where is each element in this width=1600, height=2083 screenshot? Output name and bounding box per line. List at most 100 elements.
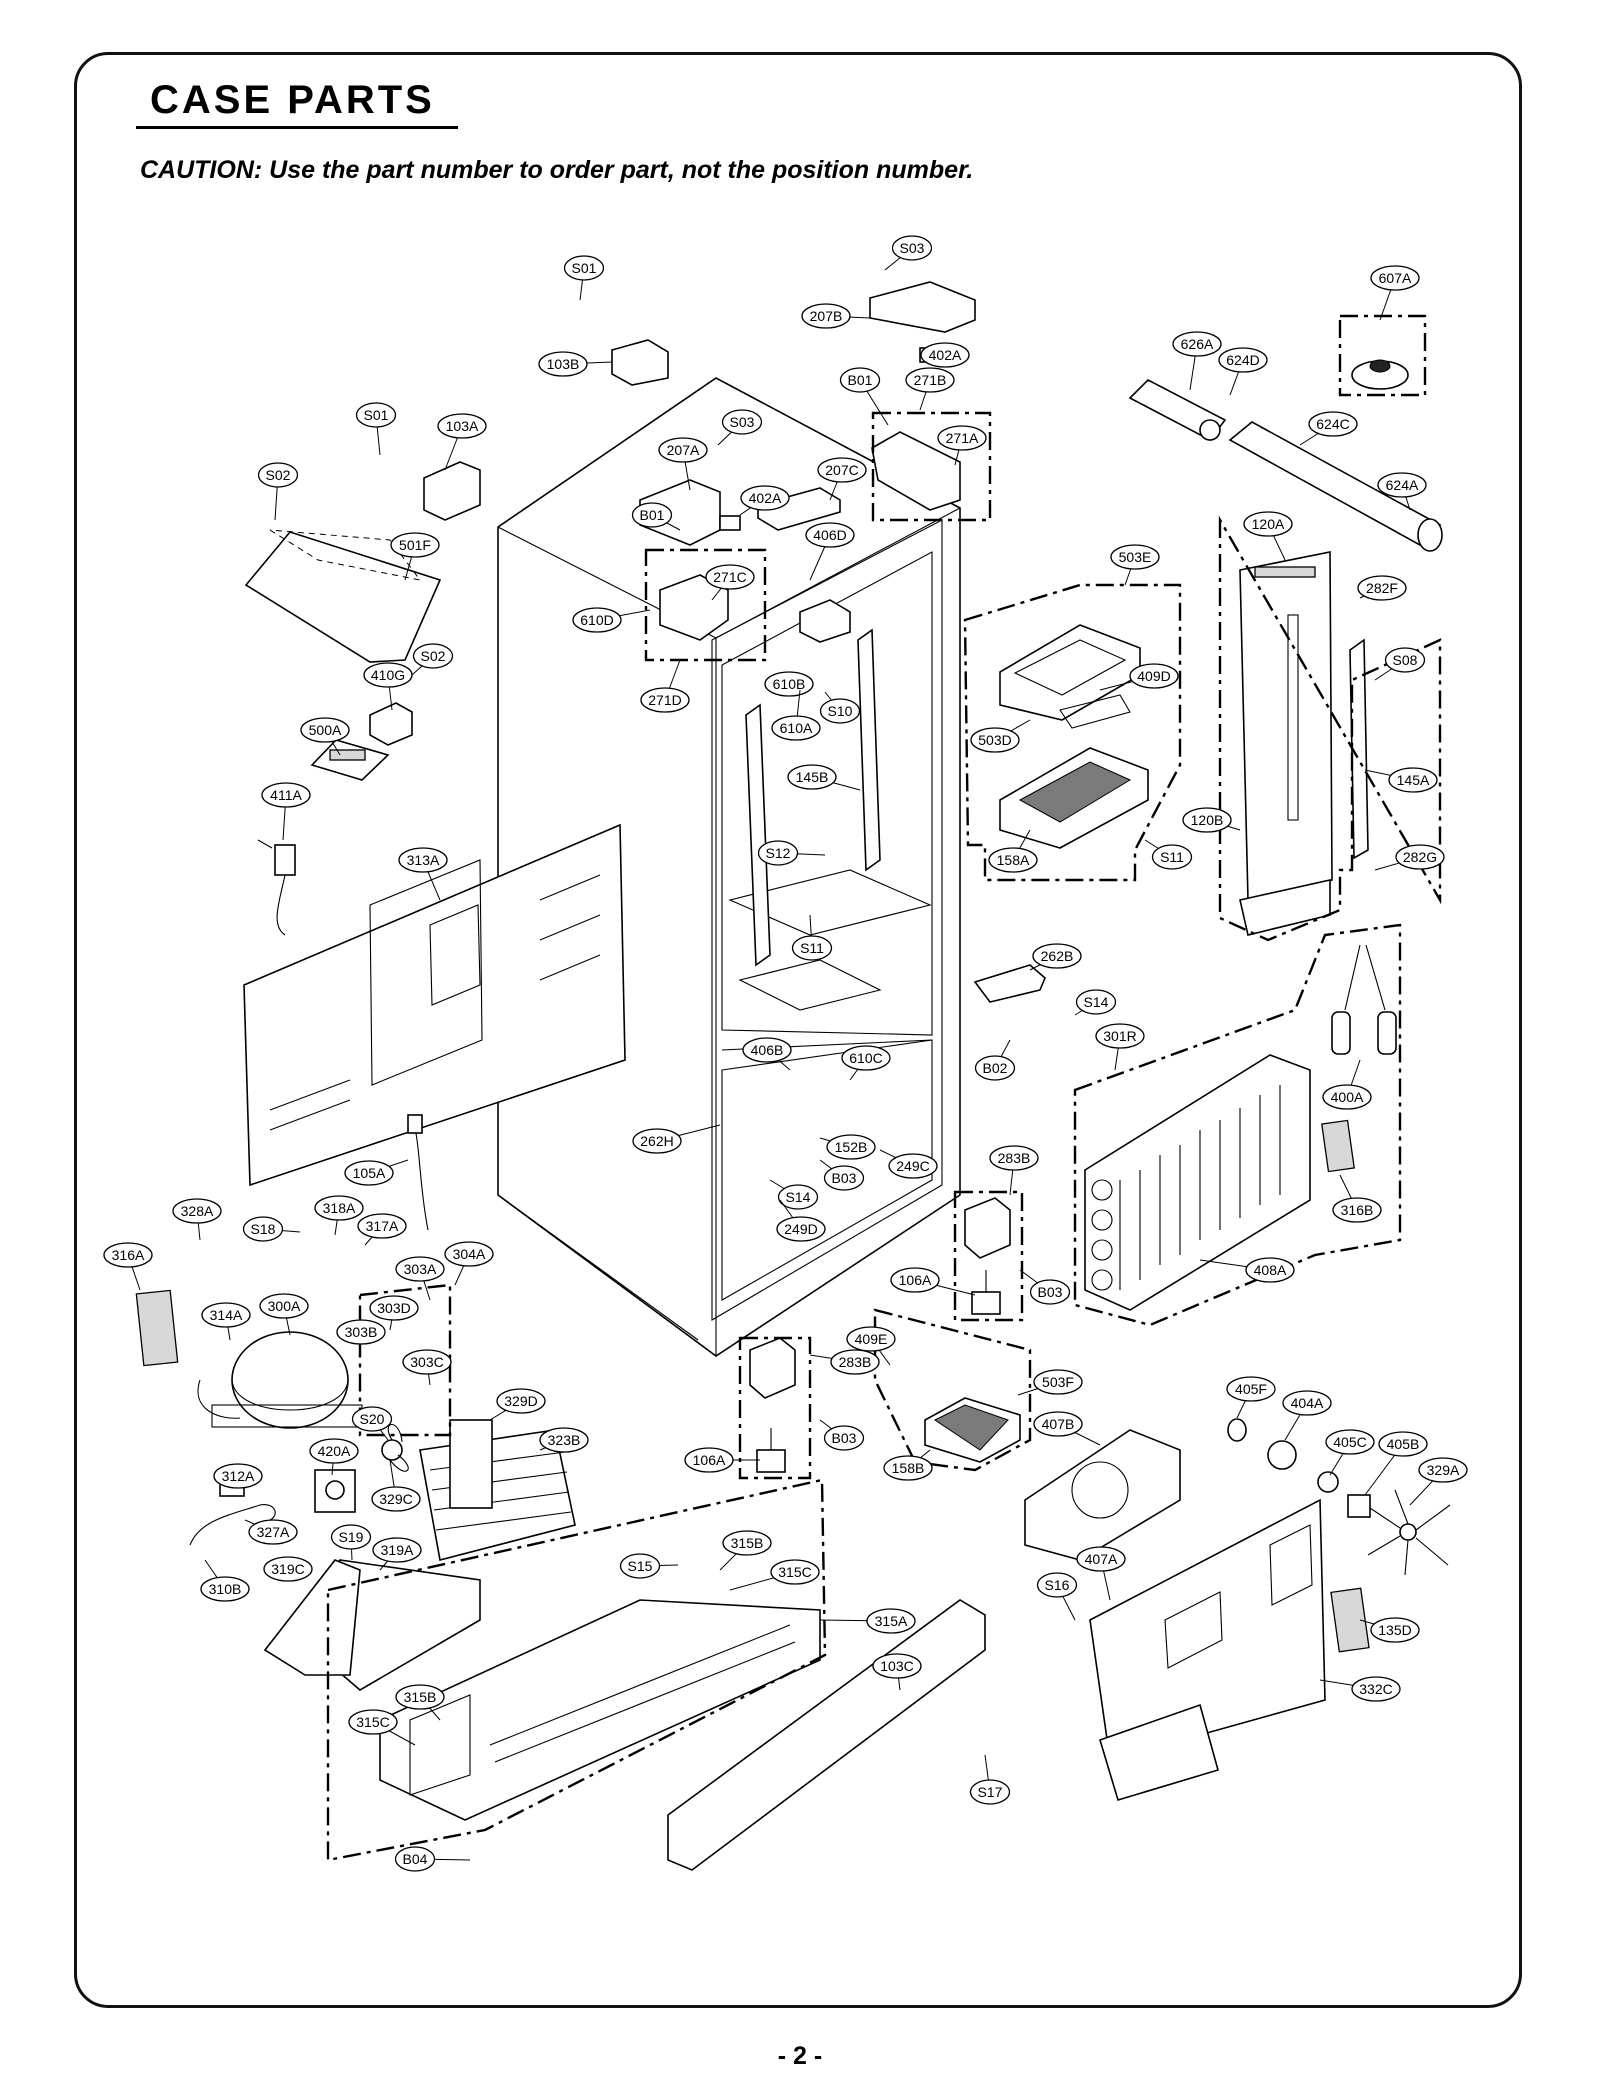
callout-label: 145B [796,769,829,785]
callout-oval [444,1241,494,1267]
part-callout-249d: 249D [776,1199,826,1242]
page-number: - 2 - [777,2042,823,2070]
callout-oval [988,847,1038,873]
part-callout-145b: 145B [787,764,861,791]
callout-oval [937,425,987,451]
part-callout-303d: 303D [369,1295,419,1331]
callout-label: S19 [339,1529,364,1545]
callout-label: 503F [1042,1374,1074,1390]
callout-label: 300A [268,1298,301,1314]
part-callout-402a: 402A [920,342,970,368]
callout-label: 315C [778,1564,811,1580]
callout-label: 402A [929,347,962,363]
part-callout-b04: B04 [394,1846,471,1872]
callout-oval [1351,1676,1401,1702]
callout-label: B03 [832,1170,857,1186]
part-callout-b03: B03 [1019,1269,1071,1305]
callout-oval [395,1684,445,1710]
water-tube-105a [407,1114,429,1231]
callout-oval [1245,1257,1295,1283]
part-callout-323b: 323B [539,1427,589,1453]
callout-oval [721,409,763,435]
callout-label: 271C [713,569,746,585]
callout-oval [989,1145,1039,1171]
leveling-foot-106a-lower [756,1428,786,1473]
callout-label: 405F [1235,1381,1267,1397]
top-cover-parts [423,339,941,691]
callout-oval [819,698,861,724]
callout-oval [394,1846,436,1872]
callout-oval [242,1216,284,1242]
callout-oval [1243,511,1293,537]
capacitor-316b [1321,1119,1355,1173]
callout-oval [261,782,311,808]
part-callout-406b: 406B [742,1037,792,1071]
callout-oval [866,1608,916,1634]
part-callout-300a: 300A [259,1293,309,1336]
callout-oval [705,564,755,590]
callout-label: 328A [181,1203,214,1219]
part-callout-319c: 319C [263,1556,313,1582]
part-callout-s01: S01 [355,402,397,456]
callout-oval [496,1388,546,1414]
callout-oval [336,1319,386,1345]
top-hinge-assembly [639,281,976,641]
callout-oval [213,1463,263,1489]
part-callout-610a: 610A [771,689,821,741]
callout-oval [1322,1084,1372,1110]
callout-label: B03 [832,1430,857,1446]
callout-label: 303C [410,1354,443,1370]
callout-label: 420A [318,1443,351,1459]
callout-oval [1151,844,1193,870]
callout-label: 106A [693,1452,726,1468]
part-callout-s17: S17 [969,1754,1011,1805]
callout-label: S03 [730,414,755,430]
callout-label: 319C [271,1561,304,1577]
callout-label: B01 [640,507,665,523]
part-callout-405c: 405C [1325,1429,1375,1476]
callout-label: 315B [731,1535,764,1551]
fill-tube-624a [1228,421,1443,552]
callout-oval [1282,1390,1332,1416]
callout-oval [823,1425,865,1451]
part-callout-207c: 207C [817,457,867,501]
callout-oval [330,1524,372,1550]
motor-420a [314,1469,356,1513]
part-callout-316a: 316A [103,1242,153,1291]
part-callout-315c: 315C [348,1709,416,1746]
part-callout-405f: 405F [1226,1376,1276,1419]
callout-oval [890,1267,940,1293]
callout-label: 411A [270,787,302,803]
part-callout-402a: 402A [739,485,790,516]
part-callout-282f: 282F [1357,575,1407,601]
callout-oval [776,1216,826,1242]
part-callout-313a: 313A [398,847,448,901]
callout-oval [1308,411,1358,437]
callout-label: 283B [998,1150,1031,1166]
callout-oval [846,1326,896,1352]
callout-label: 262H [640,1133,673,1149]
callout-oval [805,522,855,548]
callout-oval [920,342,970,368]
part-callout-262h: 262H [632,1124,721,1154]
callout-oval [395,1256,445,1282]
callout-label: S11 [800,940,824,956]
part-callout-303c: 303C [402,1349,452,1386]
part-callout-501f: 501F [390,532,440,581]
callout-oval [1395,844,1445,870]
callout-oval [1172,331,1222,357]
callout-oval [437,413,487,439]
part-callout-271d: 271D [640,659,690,713]
callout-label: 315C [356,1714,389,1730]
callout-label: 310B [209,1581,242,1597]
part-callout-318a: 318A [314,1195,364,1236]
cover-501f [244,529,442,663]
callout-label: 120B [1191,812,1224,828]
part-callout-624a: 624A [1377,472,1427,511]
dispenser-cover-503e [999,624,1141,729]
part-callout-s02: S02 [411,643,454,676]
part-callout-103b: 103B [538,351,613,377]
page-frame [74,52,1522,2008]
callout-oval [841,1045,891,1071]
